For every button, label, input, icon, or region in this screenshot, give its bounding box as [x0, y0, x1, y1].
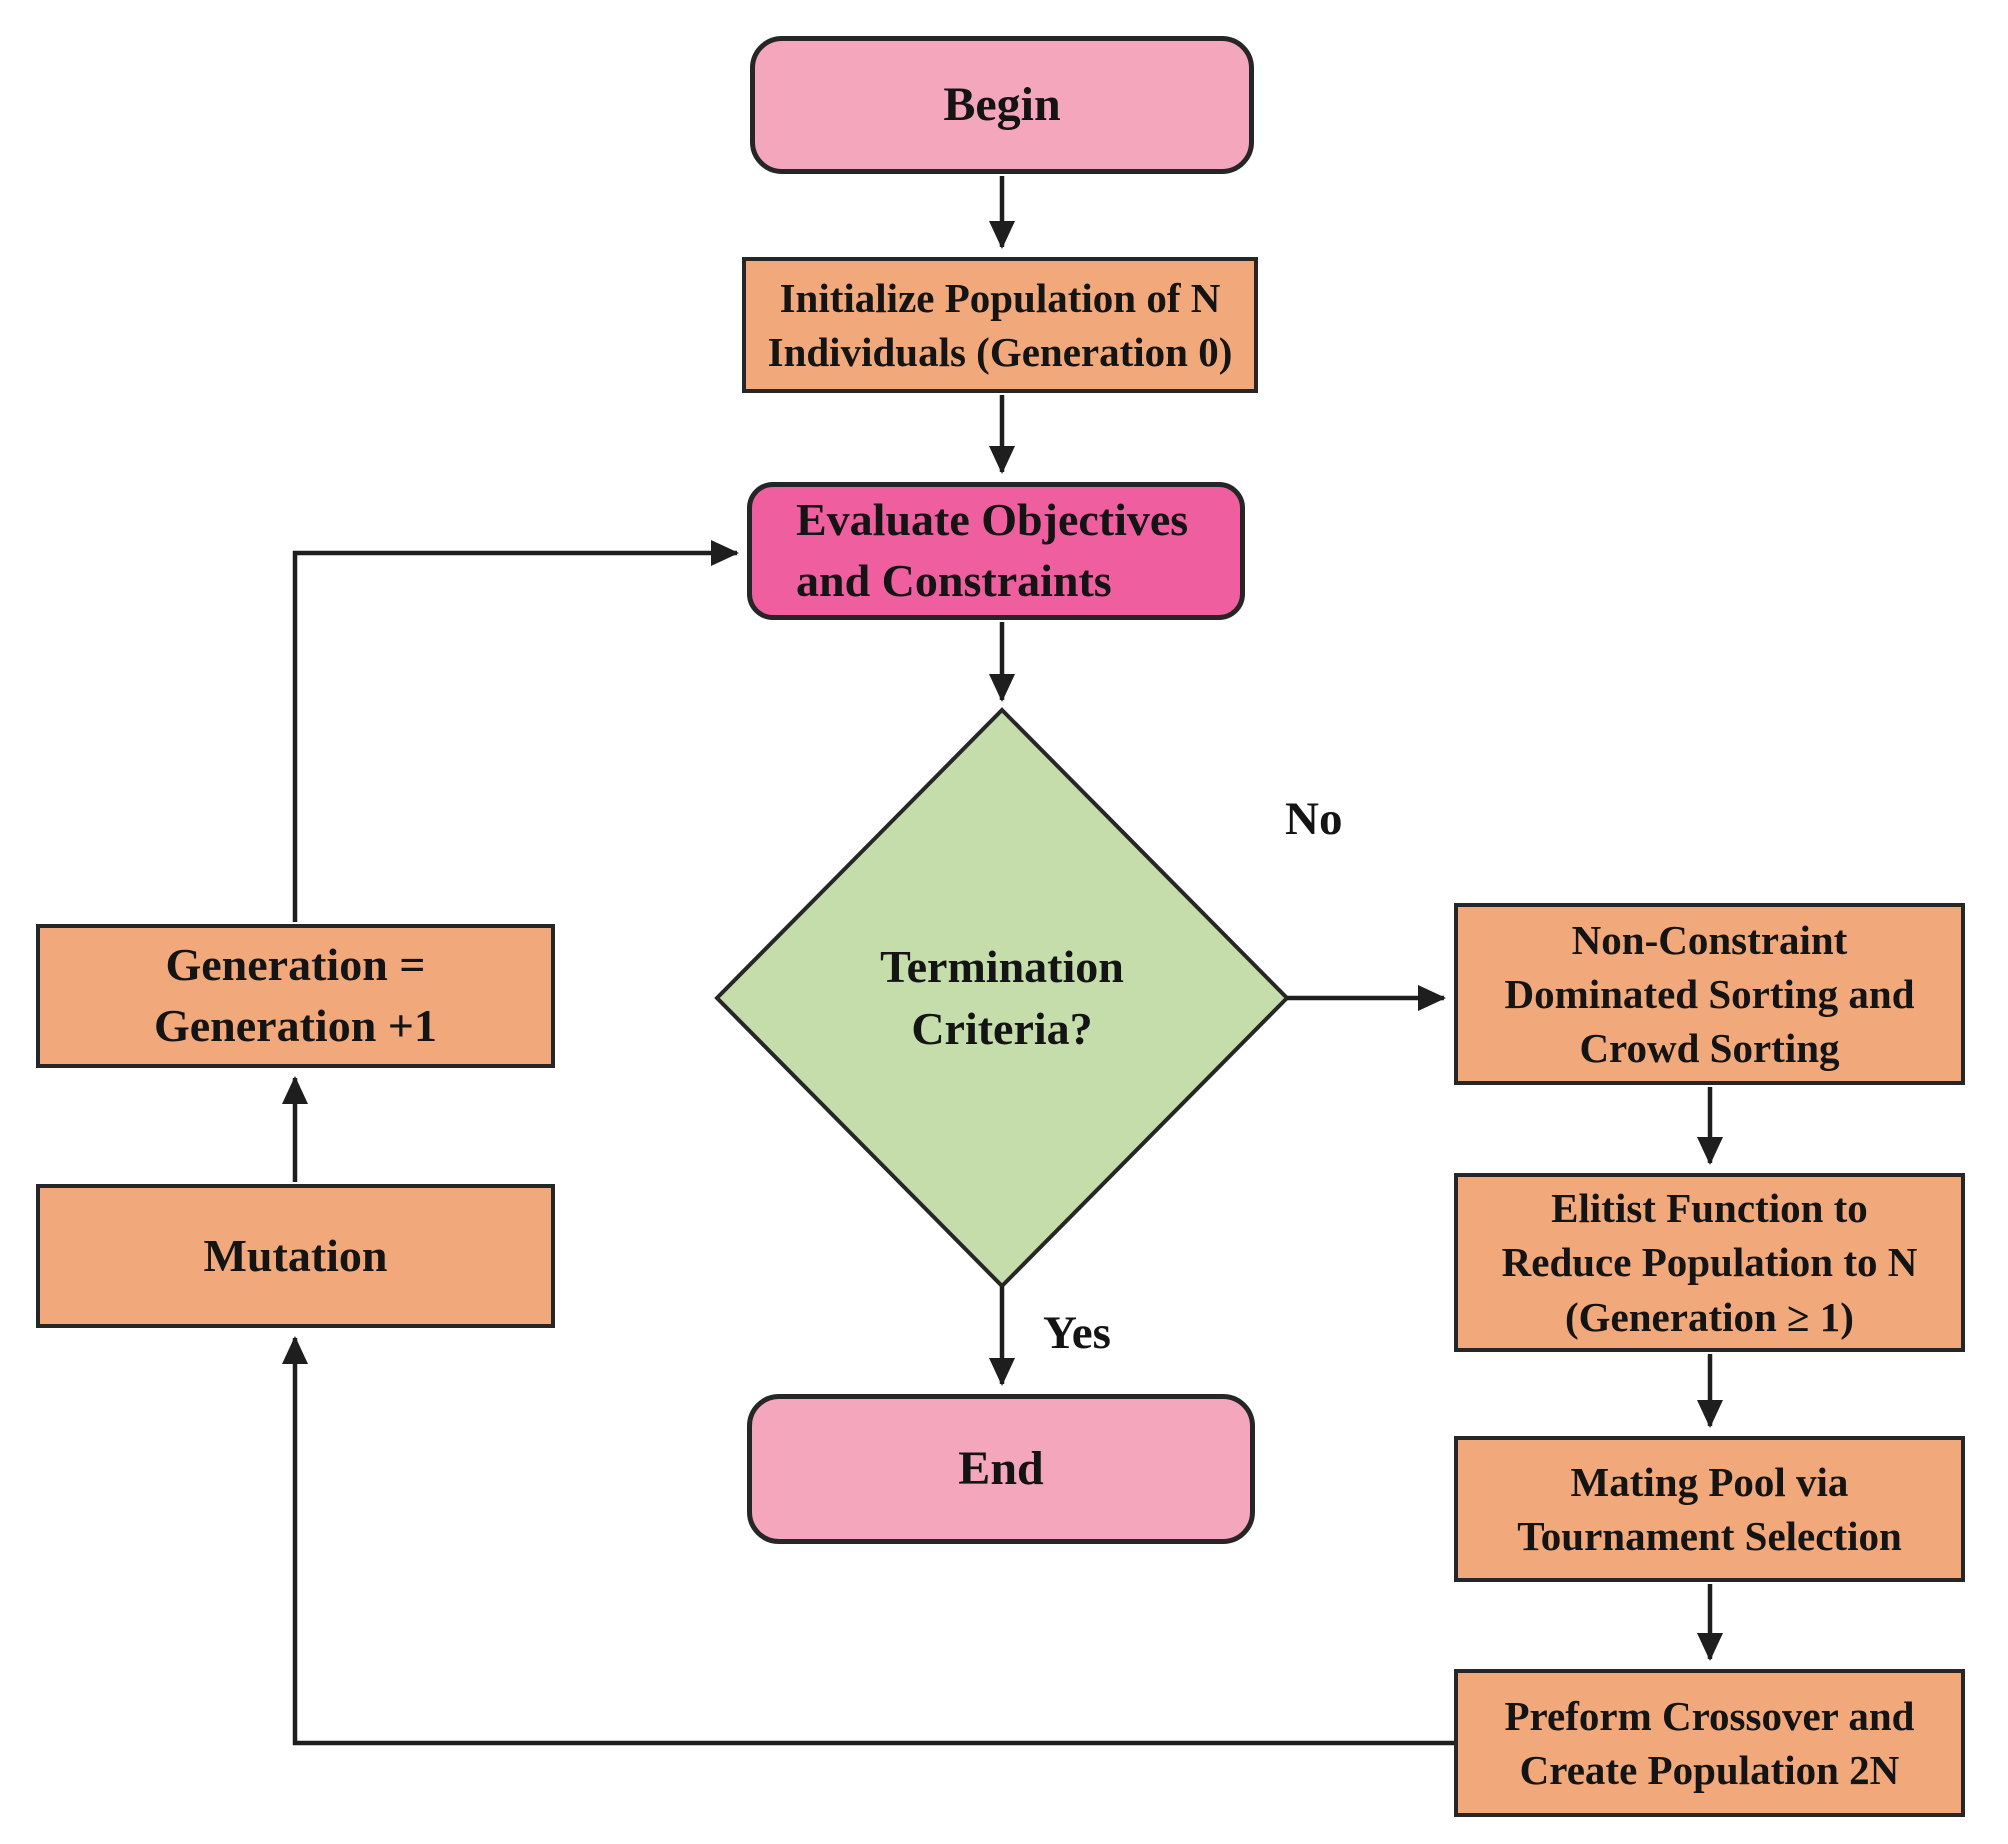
node-evaluate-objectives: Evaluate Objectives and Constraints [747, 482, 1245, 620]
edge-generation-evaluate [292, 540, 739, 922]
node-mating-pool: Mating Pool via Tournament Selection [1454, 1436, 1965, 1582]
node-elitist-function: Elitist Function to Reduce Population to… [1454, 1173, 1965, 1352]
node-begin: Begin [750, 36, 1254, 174]
node-preform-crossover: Preform Crossover and Create Population … [1454, 1669, 1965, 1817]
node-generation-increment: Generation = Generation +1 [36, 924, 555, 1068]
edge-crossover-mutation [282, 1336, 1454, 1746]
node-initialize-population: Initialize Population of N Individuals (… [742, 257, 1258, 393]
edge-label-no: No [1285, 793, 1343, 845]
node-non-constraint-sorting: Non-Constraint Dominated Sorting and Cro… [1454, 903, 1965, 1085]
edge-label-yes: Yes [1043, 1307, 1111, 1359]
node-mutation: Mutation [36, 1184, 555, 1328]
node-termination-criteria-label: Termination Criteria? [880, 940, 1124, 1054]
node-end: End [747, 1394, 1255, 1544]
